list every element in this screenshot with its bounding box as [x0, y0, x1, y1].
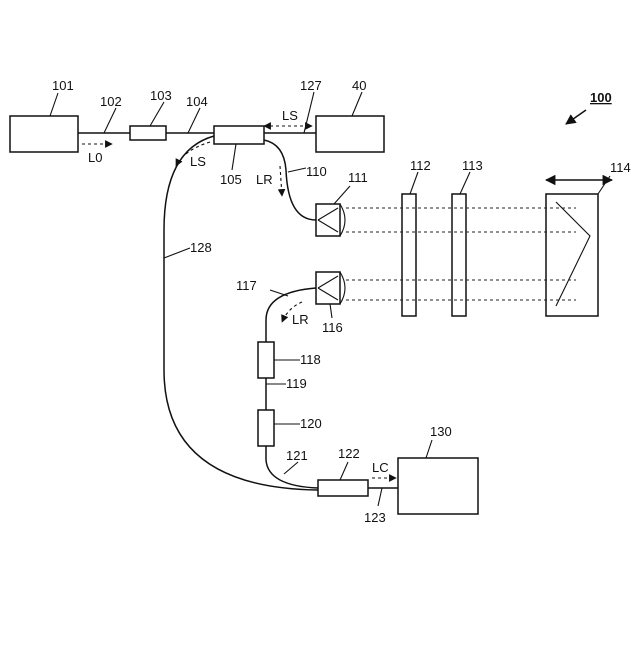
collimator-116	[316, 272, 345, 304]
label-120: 120	[300, 416, 322, 431]
label-117: 117	[236, 278, 257, 293]
collimator-111	[316, 204, 345, 236]
detector-130	[398, 458, 478, 514]
signal-lr-down: LR	[256, 172, 273, 187]
component-118	[258, 342, 274, 378]
component-103	[130, 126, 166, 140]
signal-ls-down: LS	[190, 154, 206, 169]
light-source-101	[10, 116, 78, 152]
label-114: 114	[610, 160, 631, 175]
label-121: 121	[286, 448, 308, 463]
label-122: 122	[338, 446, 360, 461]
label-130: 130	[430, 424, 452, 439]
device-40	[316, 116, 384, 152]
label-111: 111	[348, 170, 368, 185]
label-118: 118	[300, 352, 321, 367]
label-100: 100	[590, 90, 612, 105]
label-102: 102	[100, 94, 122, 109]
coupler-122	[318, 480, 368, 496]
label-123: 123	[364, 510, 386, 525]
label-127: 127	[300, 78, 322, 93]
signal-l0: L0	[88, 150, 102, 165]
signal-ls-right: LS	[282, 108, 298, 123]
label-40: 40	[352, 78, 366, 93]
label-105: 105	[220, 172, 242, 187]
label-104: 104	[186, 94, 208, 109]
label-119: 119	[286, 376, 307, 391]
component-120	[258, 410, 274, 446]
arrow-ref-100	[566, 110, 586, 124]
optic-113	[452, 194, 466, 316]
reflector-114	[546, 194, 598, 316]
coupler-105	[214, 126, 264, 144]
signal-lc: LC	[372, 460, 389, 475]
label-101: 101	[52, 78, 74, 93]
label-112: 112	[410, 158, 431, 173]
label-128: 128	[190, 240, 212, 255]
label-116: 116	[322, 320, 343, 335]
label-110: 110	[306, 164, 327, 179]
arrow-lr-down	[280, 166, 282, 196]
label-113: 113	[462, 158, 483, 173]
label-103: 103	[150, 88, 172, 103]
optic-112	[402, 194, 416, 316]
signal-lr-return: LR	[292, 312, 309, 327]
